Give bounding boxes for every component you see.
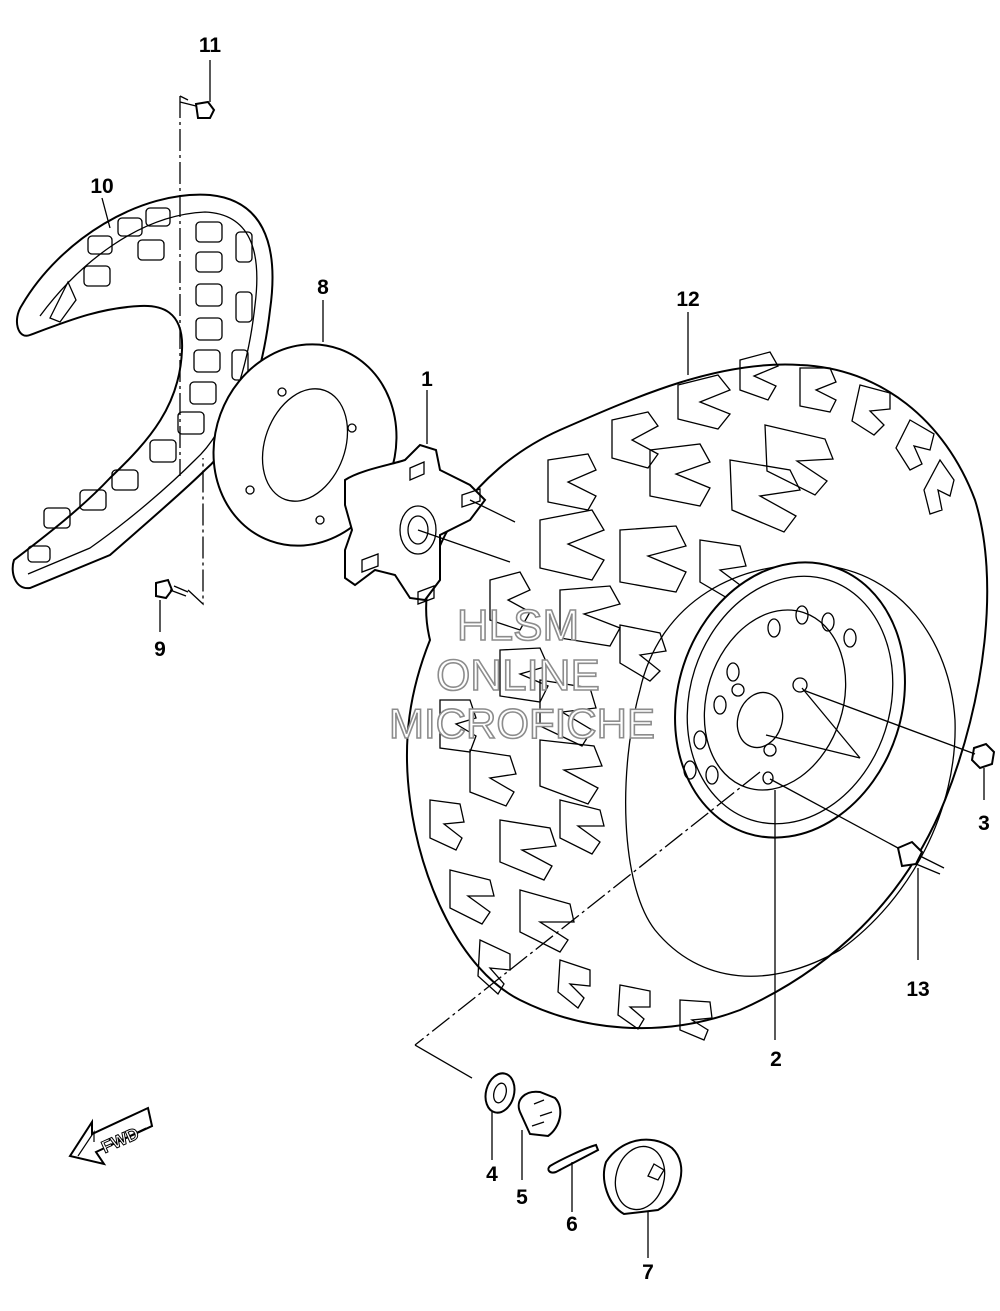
watermark-line-2: ONLINE <box>436 651 600 700</box>
forward-direction-arrow: FWD <box>68 1106 154 1166</box>
callout-11: 11 <box>199 34 222 57</box>
watermark: HLSM ONLINE MICROFICHE <box>388 600 656 748</box>
callout-10: 10 <box>90 175 113 198</box>
callout-3: 3 <box>978 812 990 835</box>
leader-lines <box>101 60 985 1258</box>
castle-nut[interactable] <box>517 1090 562 1138</box>
callout-2: 2 <box>770 1048 782 1071</box>
brake-guard[interactable] <box>11 193 274 590</box>
tread-pattern <box>429 351 955 1041</box>
watermark-line-1: HLSM <box>457 601 579 650</box>
callout-5: 5 <box>516 1186 528 1209</box>
callout-8: 8 <box>317 276 329 299</box>
watermark-line-3: MICROFICHE <box>389 700 655 747</box>
disc-bolt[interactable] <box>155 578 189 600</box>
guard-screw-upper[interactable] <box>179 100 216 119</box>
cotter-pin[interactable] <box>547 1143 600 1174</box>
callout-1: 1 <box>421 368 433 391</box>
wheel-rim[interactable] <box>640 532 940 868</box>
wheel-nut[interactable] <box>970 742 996 770</box>
callout-6: 6 <box>566 1213 578 1236</box>
callout-13: 13 <box>906 978 929 1001</box>
callout-7: 7 <box>642 1261 654 1284</box>
rim-holes <box>683 605 857 785</box>
fwd-arrow-icon <box>68 1106 154 1166</box>
hub-cap[interactable] <box>603 1138 683 1216</box>
callout-9: 9 <box>154 638 166 661</box>
wheel-hub[interactable] <box>344 443 487 605</box>
callout-4: 4 <box>486 1163 498 1186</box>
callout-12: 12 <box>676 288 699 311</box>
guard-cutouts <box>27 207 253 563</box>
valve-bolt[interactable] <box>896 840 945 875</box>
washer[interactable] <box>481 1070 518 1116</box>
hub-studs <box>361 461 481 605</box>
